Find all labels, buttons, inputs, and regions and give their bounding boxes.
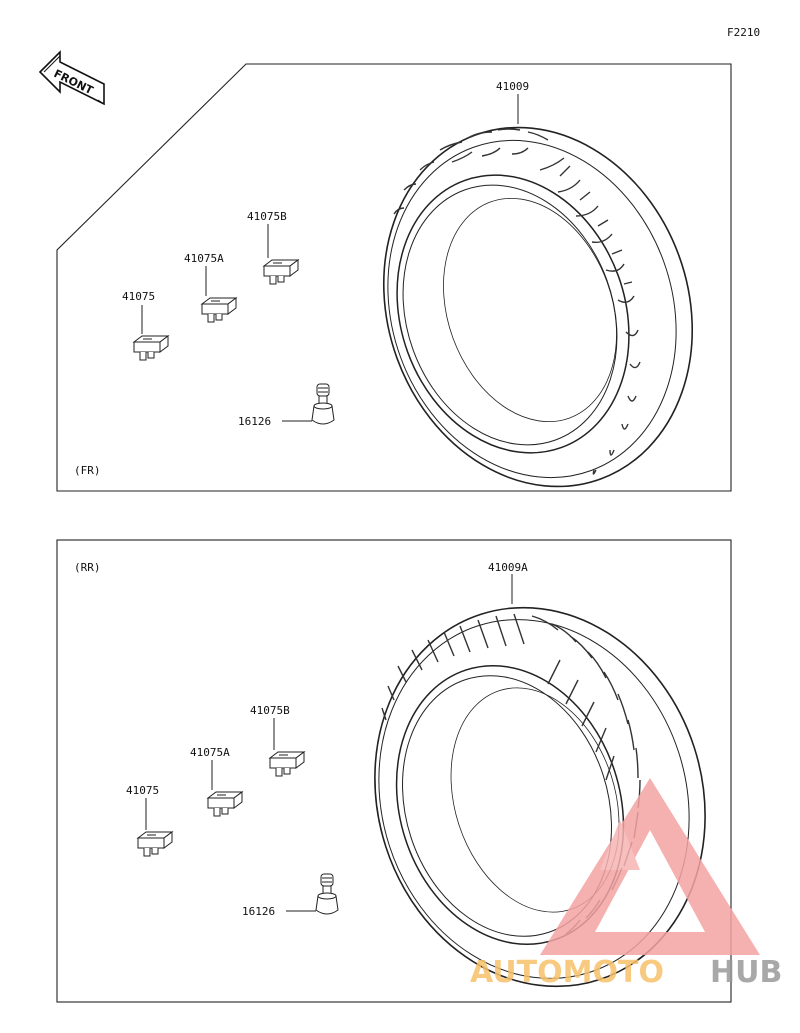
front-panel: (FR) 41009 41075B 41075 (56, 63, 732, 492)
watermark-logo: AUTOMOTO HUB (470, 778, 782, 990)
front-weight-b-label: 41075B (247, 210, 287, 223)
front-weight-label: 41075 (122, 290, 155, 303)
rear-weight-b (269, 751, 305, 777)
watermark-text-hub: HUB (710, 955, 782, 990)
rear-valve-label: 16126 (242, 905, 275, 918)
front-valve (311, 383, 335, 425)
front-panel-label: (FR) (74, 464, 101, 477)
front-weight (133, 335, 169, 361)
front-tire-label: 41009 (496, 80, 529, 93)
rear-weight-b-label: 41075B (250, 704, 290, 717)
rear-weight-a (207, 791, 243, 817)
front-weight-a-label: 41075A (184, 252, 224, 265)
front-weight-b (263, 259, 299, 285)
rear-tire-label: 41009A (488, 561, 528, 574)
front-valve-label: 16126 (238, 415, 271, 428)
watermark-triangle-icon (540, 778, 760, 955)
rear-valve (315, 873, 339, 915)
rear-panel-frame (56, 539, 732, 1003)
front-tire (382, 126, 694, 488)
front-arrow-icon: FRONT (38, 50, 105, 106)
front-weight-a (201, 297, 237, 323)
front-tire-tread (393, 128, 641, 475)
rear-panel-label: (RR) (74, 561, 101, 574)
rear-panel: (RR) 41009A 41075B 4107 (56, 539, 732, 1003)
watermark-text-automoto: AUTOMOTO (470, 955, 664, 990)
rear-tire (374, 606, 706, 988)
rear-weight-a-label: 41075A (190, 746, 230, 759)
rear-weight (137, 831, 173, 857)
rear-weight-label: 41075 (126, 784, 159, 797)
diagram-code: F2210 (727, 26, 760, 39)
front-panel-frame (56, 63, 732, 492)
